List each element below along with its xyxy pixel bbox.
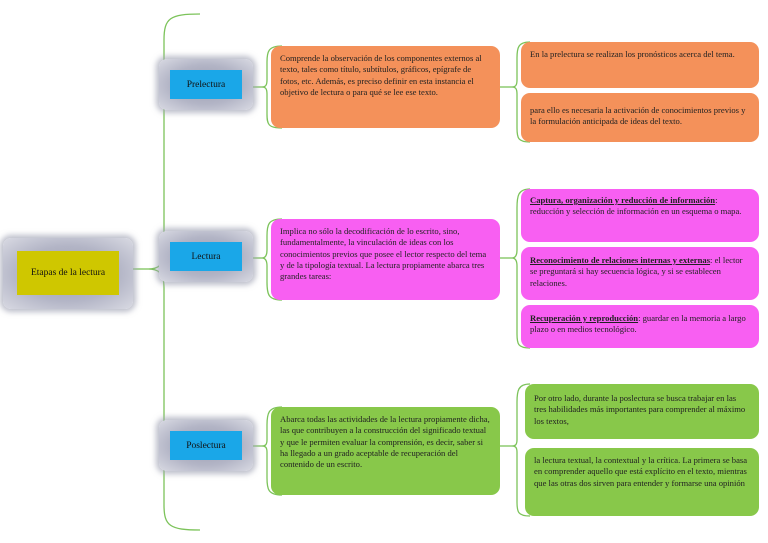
lectura-task-3: Recuperación y reproducción: guardar en …	[521, 305, 759, 348]
main-brace	[147, 13, 201, 531]
lectura-task-1: Captura, organización y reducción de inf…	[521, 189, 759, 242]
lectura-task-1-title: Captura, organización y reducción de inf…	[530, 195, 716, 205]
stage-poslectura-label: Poslectura	[170, 431, 242, 460]
stage-poslectura[interactable]: Poslectura	[159, 420, 253, 471]
stage-prelectura-label: Prelectura	[170, 70, 242, 99]
lectura-task-3-title: Recuperación y reproducción	[530, 313, 639, 323]
stage-prelectura[interactable]: Prelectura	[159, 59, 253, 110]
lectura-task-1-text: : reducción y selección de información e…	[530, 195, 742, 217]
stage-lectura[interactable]: Lectura	[159, 231, 253, 282]
poslectura-detail-brace	[511, 383, 531, 517]
poslectura-detail-2: la lectura textual, la contextual y la c…	[525, 448, 759, 516]
lectura-task-2-text: : el lector se preguntará si hay secuenc…	[530, 255, 743, 288]
root-label: Etapas de la lectura	[17, 251, 119, 295]
prelectura-detail-1: En la prelectura se realizan los pronóst…	[521, 42, 759, 88]
poslectura-brace	[261, 406, 283, 496]
lectura-task-2-title: Reconocimiento de relaciones internas y …	[530, 255, 711, 265]
poslectura-description: Abarca todas las actividades de la lectu…	[271, 407, 500, 495]
poslectura-detail-1: Por otro lado, durante la poslectura se …	[525, 384, 759, 439]
stage-lectura-label: Lectura	[170, 242, 242, 271]
prelectura-description: Comprende la observación de los componen…	[271, 46, 500, 128]
lectura-brace	[261, 218, 283, 301]
prelectura-detail-brace	[511, 41, 531, 143]
lectura-task-3-text: : guardar en la memoria a largo plazo o …	[530, 313, 746, 335]
prelectura-detail-2: para ello es necesaria la activación de …	[521, 93, 759, 142]
root-node[interactable]: Etapas de la lectura	[3, 238, 133, 309]
prelectura-brace	[261, 45, 283, 129]
lectura-detail-brace	[511, 188, 531, 349]
lectura-description: Implica no sólo la decodificación de lo …	[271, 219, 500, 300]
lectura-task-2: Reconocimiento de relaciones internas y …	[521, 247, 759, 300]
